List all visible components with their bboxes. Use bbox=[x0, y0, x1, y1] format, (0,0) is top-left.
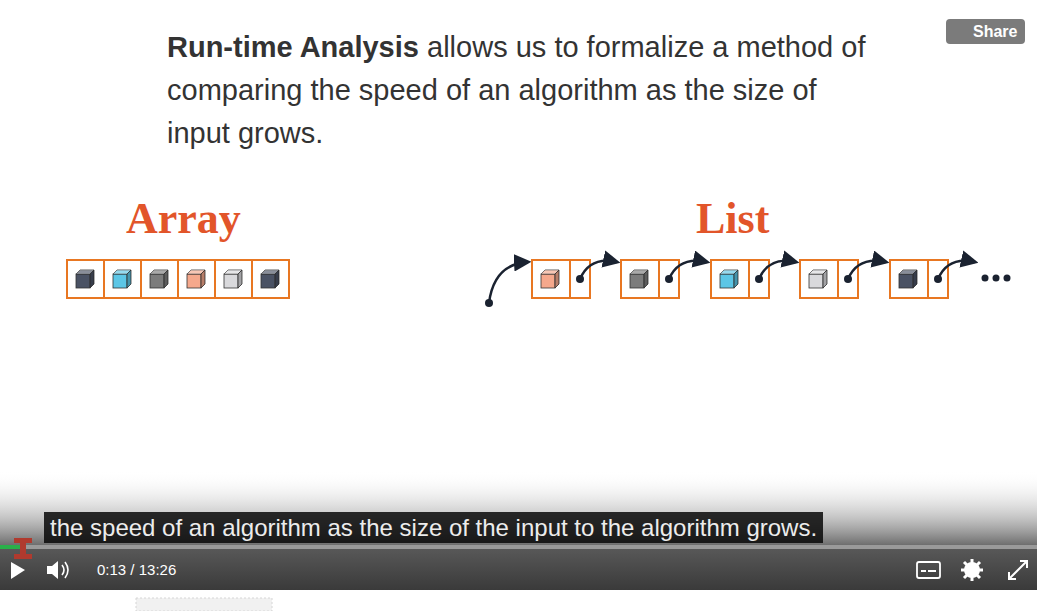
linked-list-illustration bbox=[485, 260, 1011, 307]
play-icon bbox=[11, 562, 25, 579]
array-illustration bbox=[67, 260, 289, 298]
page-strip bbox=[0, 590, 1037, 611]
settings-icon bbox=[961, 559, 983, 581]
control-bar bbox=[0, 546, 1037, 590]
bold-term: Run-time Analysis bbox=[167, 31, 419, 63]
slide-statement: Run-time Analysisallows us to formalize … bbox=[167, 26, 867, 155]
share-button: Share bbox=[946, 19, 1025, 44]
fullscreen-icon bbox=[1009, 561, 1027, 579]
array-heading: Array bbox=[126, 194, 241, 244]
progress-fill bbox=[0, 545, 22, 549]
video-subtitle: the speed of an algorithm as the size of… bbox=[44, 512, 823, 543]
tab-stub bbox=[136, 598, 272, 611]
captions-icon bbox=[917, 562, 940, 578]
bookmark-marker bbox=[14, 538, 32, 559]
progress-track bbox=[0, 545, 1037, 549]
list-heading: List bbox=[696, 194, 769, 244]
control-gradient bbox=[0, 470, 1037, 546]
volume-icon bbox=[47, 561, 68, 579]
time-display: 0:13 / 13:26 bbox=[97, 561, 176, 579]
